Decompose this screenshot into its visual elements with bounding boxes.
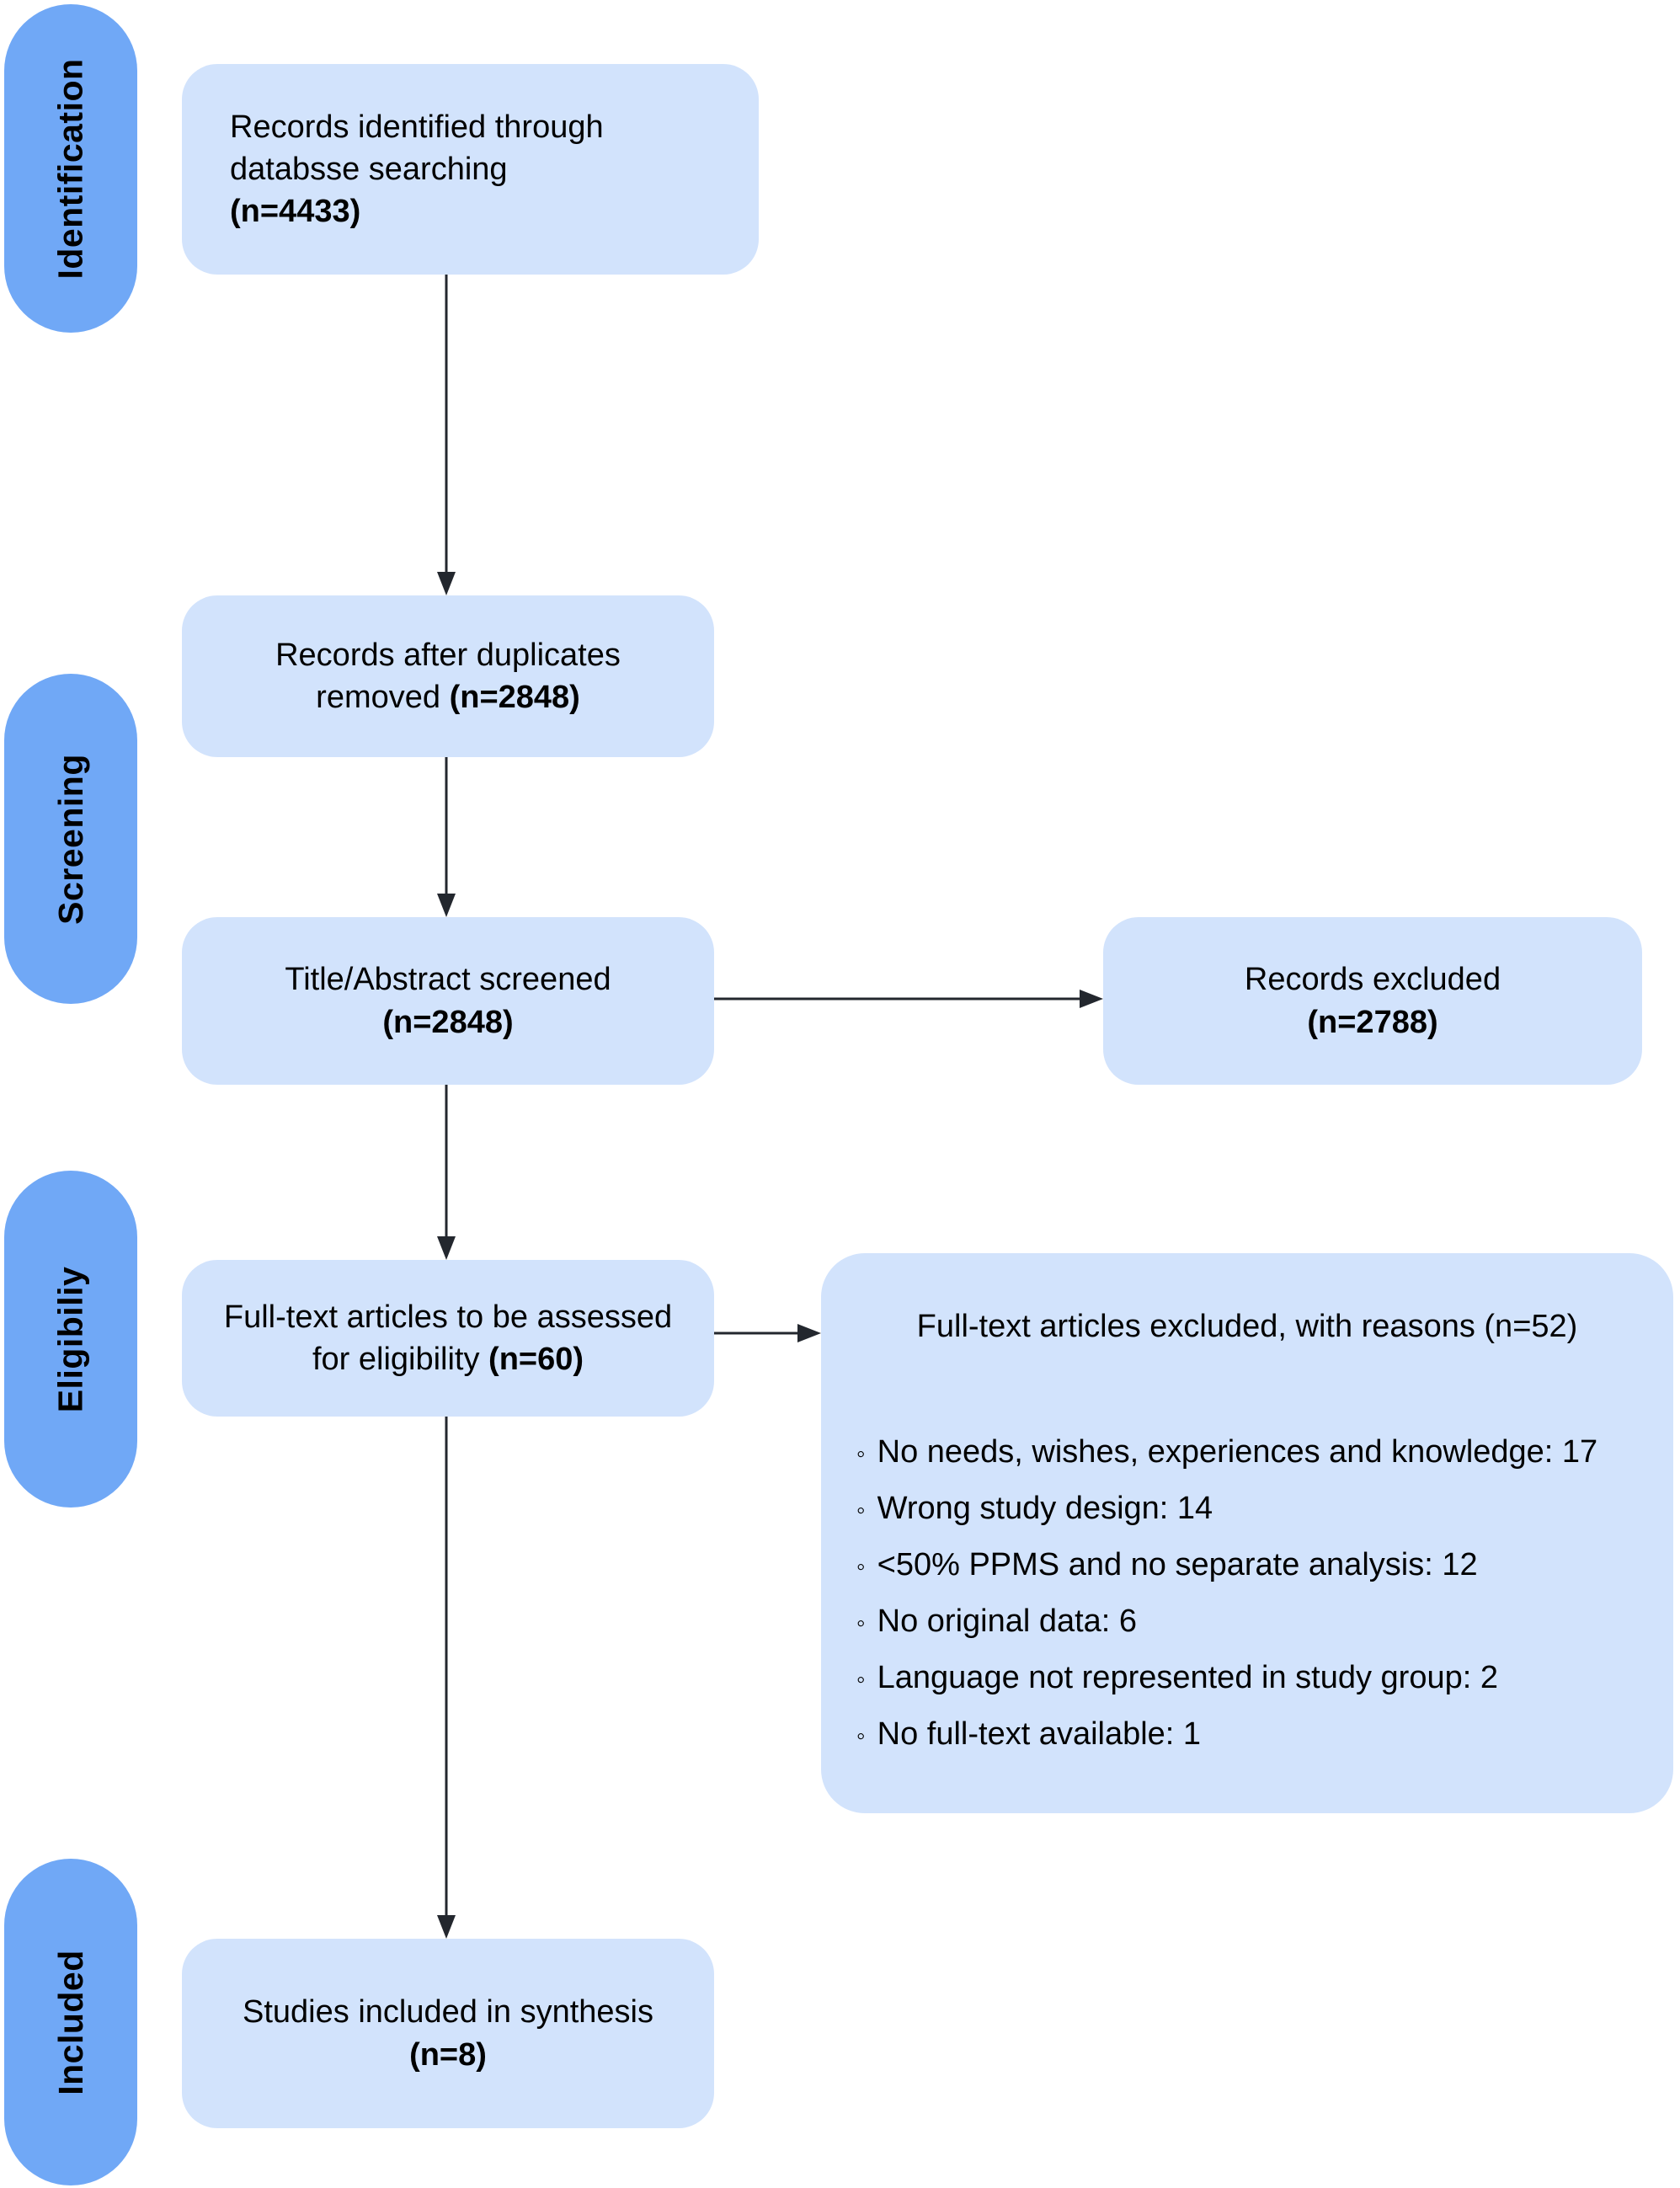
node-text-fragment: for eligibility bbox=[312, 1342, 489, 1377]
stage-pill-eligibility: Eligibiliy bbox=[4, 1171, 137, 1508]
exclusion-reason-item: ◦ No full-text available: 1 bbox=[856, 1707, 1648, 1764]
exclusion-reason-list: ◦ No needs, wishes, experiences and knowl… bbox=[821, 1425, 1673, 1764]
arrowhead-down-4 bbox=[437, 1915, 456, 1939]
stage-label-screening: Screening bbox=[51, 753, 90, 925]
node-text-line: Records identified through bbox=[230, 109, 604, 145]
node-text-line: Full-text articles to be assessed bbox=[223, 1299, 673, 1335]
node-text-line: Studies included in synthesis bbox=[243, 1994, 653, 2031]
arrowhead-down-2 bbox=[437, 894, 456, 917]
node-count: (n=4433) bbox=[230, 194, 361, 230]
stage-label-included: Included bbox=[51, 1949, 90, 2095]
bullet-icon: ◦ bbox=[856, 1497, 866, 1525]
bullet-icon: ◦ bbox=[856, 1553, 866, 1582]
node-count: (n=8) bbox=[409, 2036, 487, 2073]
node-text-line: removed (n=2848) bbox=[316, 676, 580, 718]
stage-pill-included: Included bbox=[4, 1859, 137, 2185]
reason-text: No needs, wishes, experiences and knowle… bbox=[877, 1434, 1598, 1470]
node-count: (n=2848) bbox=[449, 680, 580, 715]
node-records-identified: Records identified through databsse sear… bbox=[182, 64, 759, 275]
exclusion-reason-item: ◦ <50% PPMS and no separate analysis: 12 bbox=[856, 1538, 1648, 1594]
node-text-line: databsse searching bbox=[230, 151, 508, 187]
node-title-abstract-screened: Title/Abstract screened (n=2848) bbox=[182, 917, 714, 1085]
node-text-line: Records excluded bbox=[1244, 962, 1501, 998]
bullet-icon: ◦ bbox=[856, 1440, 866, 1469]
node-fulltext-assessed: Full-text articles to be assessed for el… bbox=[182, 1260, 714, 1417]
node-count: (n=2788) bbox=[1307, 1004, 1438, 1040]
reason-text: No full-text available: 1 bbox=[877, 1716, 1202, 1753]
bullet-icon: ◦ bbox=[856, 1722, 866, 1751]
arrowhead-down-1 bbox=[437, 572, 456, 595]
node-text-line: Title/Abstract screened bbox=[285, 962, 611, 998]
arrowhead-right-2 bbox=[797, 1324, 821, 1342]
stage-label-eligibility: Eligibiliy bbox=[51, 1266, 90, 1412]
arrowhead-right-1 bbox=[1080, 990, 1103, 1008]
exclusion-reason-item: ◦ Language not represented in study group… bbox=[856, 1651, 1648, 1707]
node-count: (n=60) bbox=[488, 1342, 584, 1377]
reason-text: No original data: 6 bbox=[877, 1604, 1138, 1640]
node-count: (n=52) bbox=[1484, 1309, 1578, 1344]
bullet-icon: ◦ bbox=[856, 1609, 866, 1638]
node-duplicates-removed: Records after duplicates removed (n=2848… bbox=[182, 595, 714, 757]
node-records-excluded: Records excluded (n=2788) bbox=[1103, 917, 1642, 1085]
exclusion-reason-item: ◦ Wrong study design: 14 bbox=[856, 1481, 1648, 1538]
stage-label-identification: Identification bbox=[51, 57, 90, 280]
exclusion-reason-item: ◦ No needs, wishes, experiences and knowl… bbox=[856, 1425, 1648, 1481]
bullet-icon: ◦ bbox=[856, 1666, 866, 1694]
reason-text: <50% PPMS and no separate analysis: 12 bbox=[877, 1547, 1478, 1583]
exclusion-reason-item: ◦ No original data: 6 bbox=[856, 1594, 1648, 1651]
arrowhead-down-3 bbox=[437, 1236, 456, 1260]
node-text-line: Records after duplicates bbox=[275, 637, 621, 673]
node-title: Full-text articles excluded, with reason… bbox=[821, 1305, 1673, 1347]
node-studies-included: Studies included in synthesis (n=8) bbox=[182, 1939, 714, 2128]
node-fulltext-excluded-reasons: Full-text articles excluded, with reason… bbox=[821, 1253, 1673, 1813]
reason-text: Language not represented in study group:… bbox=[877, 1660, 1498, 1696]
node-text-line: for eligibility (n=60) bbox=[312, 1338, 584, 1380]
reason-text: Wrong study design: 14 bbox=[877, 1491, 1213, 1527]
stage-pill-screening: Screening bbox=[4, 674, 137, 1004]
node-count: (n=2848) bbox=[382, 1004, 514, 1040]
node-text-fragment: removed bbox=[316, 680, 450, 715]
stage-pill-identification: Identification bbox=[4, 4, 137, 333]
node-text-fragment: Full-text articles excluded, with reason… bbox=[916, 1309, 1485, 1344]
